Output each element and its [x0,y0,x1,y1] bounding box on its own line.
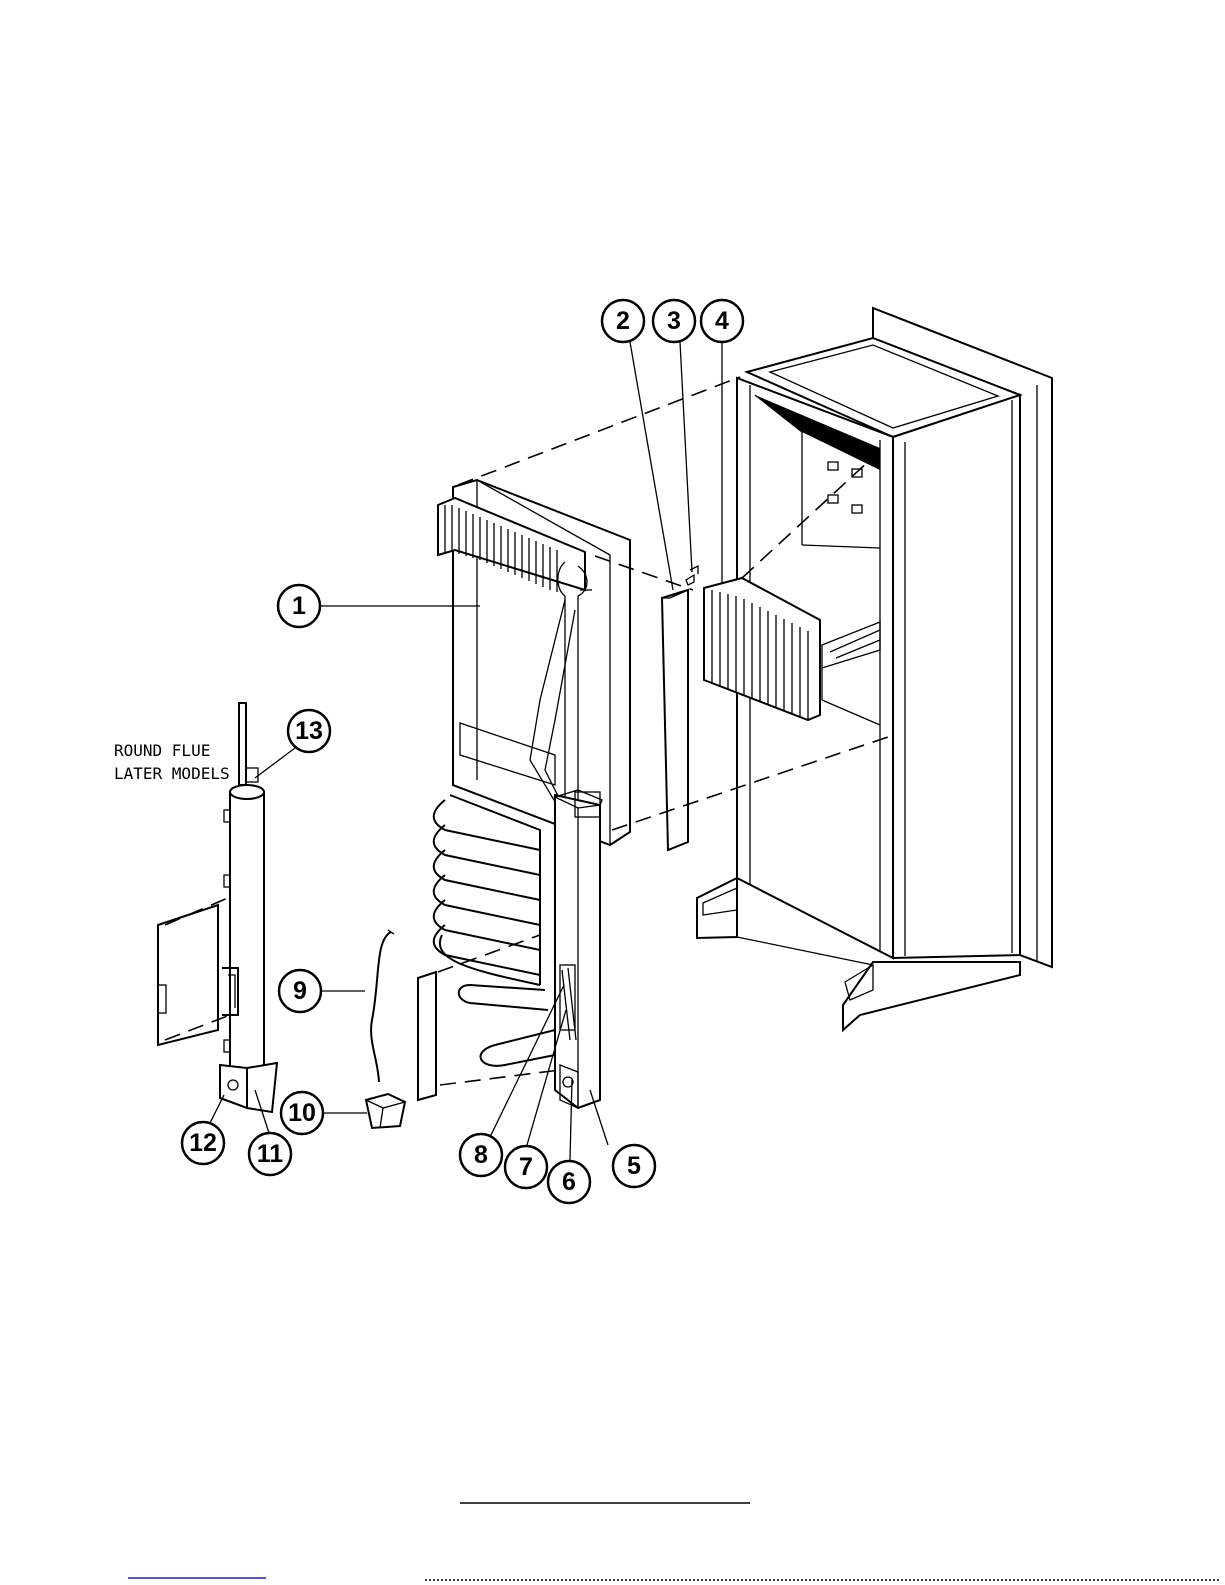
callout-13: 13 [288,710,330,752]
callout-11: 11 [249,1133,291,1175]
note-line-2: LATER MODELS [114,764,230,783]
svg-text:2: 2 [616,307,630,335]
svg-text:12: 12 [189,1129,217,1157]
callout-1: 1 [278,585,320,627]
svg-text:6: 6 [562,1168,576,1196]
svg-text:11: 11 [257,1140,284,1168]
note-line-1: ROUND FLUE [114,741,210,760]
callout-8: 8 [460,1134,502,1176]
callout-4: 4 [701,300,743,342]
callout-12: 12 [182,1122,224,1164]
callout-5: 5 [613,1145,655,1187]
svg-text:10: 10 [288,1099,316,1127]
callout-10: 10 [281,1092,323,1134]
svg-text:9: 9 [293,977,307,1005]
flue-note: ROUND FLUE LATER MODELS [114,741,230,783]
absorber-coil [434,795,540,985]
svg-text:7: 7 [519,1153,533,1181]
thermocouple-tube [371,932,391,1082]
svg-text:1: 1 [292,592,306,620]
cooling-unit [418,480,630,1108]
burner-cap [366,1094,405,1128]
svg-text:3: 3 [667,307,681,335]
svg-text:13: 13 [295,717,323,745]
svg-text:8: 8 [474,1141,488,1169]
svg-text:4: 4 [715,307,729,335]
callout-9: 9 [279,970,321,1012]
callout-7: 7 [505,1146,547,1188]
callout-6: 6 [548,1161,590,1203]
callout-2: 2 [602,300,644,342]
callout-3: 3 [653,300,695,342]
svg-text:5: 5 [627,1152,641,1180]
